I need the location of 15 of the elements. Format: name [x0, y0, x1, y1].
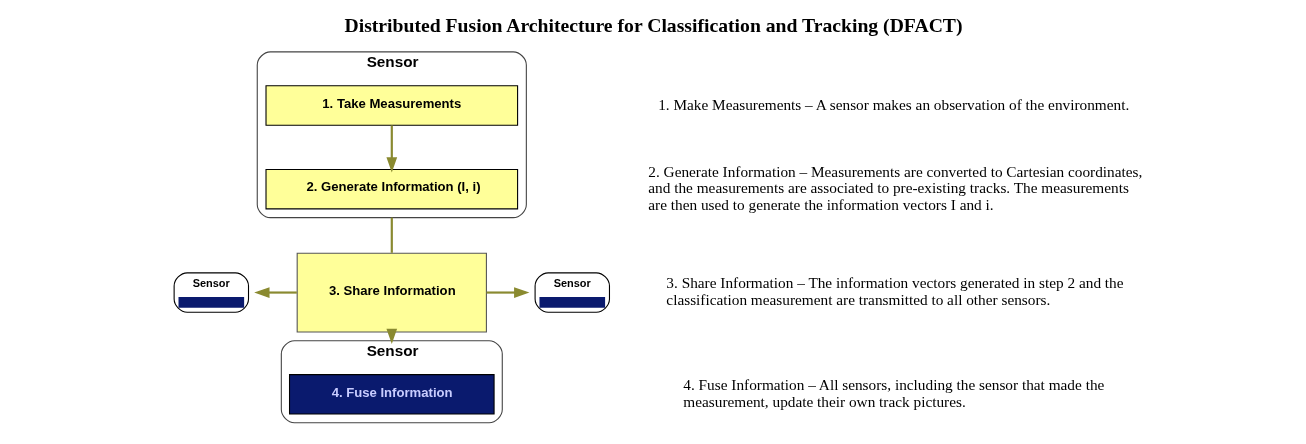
connector — [390, 217, 393, 253]
label: 4. Fuse Information – All sensors, including the sensor that made the measurement, update their own track pictures. — [682, 376, 1104, 410]
arrow — [486, 287, 529, 298]
node-box: Sensor — [173, 272, 249, 313]
label: 3. Share Information – The information vectors generated in step 2 and the classification measurement are transmitted to all other sensors. — [665, 274, 1124, 308]
arrow — [385, 328, 397, 344]
diagram-title: Distributed Fusion Architecture for Classification and Tracking (DFACT) — [343, 13, 963, 36]
node-box: 2. Generate Information (I, i) — [264, 168, 518, 210]
label: 2. Generate Information – Measurements are converted to Cartesian coordinates, and the measurements are associated to pre-existing tracks. The measurements are then used to generate the information vectors I and i. — [647, 162, 1142, 213]
node-box: 1. Take Measurements — [264, 85, 518, 126]
node-box: 4. Fuse Information — [288, 374, 495, 415]
arrow — [253, 287, 297, 298]
label: 1. Make Measurements – A sensor makes an observation of the environment. — [657, 95, 1129, 113]
node-box: Sensor — [534, 272, 610, 313]
arrow — [385, 125, 397, 173]
